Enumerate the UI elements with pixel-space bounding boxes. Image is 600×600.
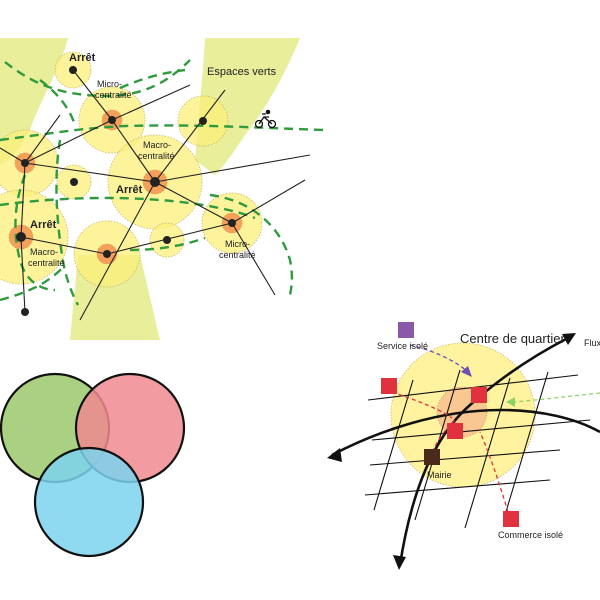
network-node	[70, 178, 78, 186]
green-path	[0, 196, 256, 220]
flux-arrow-cross	[331, 408, 600, 457]
green-path	[0, 264, 66, 302]
overlap-circle-blue	[33, 446, 145, 558]
catchment-circle	[0, 189, 69, 285]
service-isole-label: Service isolé	[377, 341, 428, 351]
service-arrowhead	[461, 366, 472, 377]
network-line	[154, 154, 311, 183]
network-line	[154, 89, 226, 183]
flux-arrow-main	[398, 336, 569, 566]
network-line	[20, 162, 26, 238]
service-arrow	[409, 344, 469, 373]
label-macro-center-2: centralité	[138, 151, 175, 161]
network-node	[108, 116, 116, 124]
network-node	[21, 308, 29, 316]
network-line	[24, 114, 61, 164]
mairie-arrow	[431, 419, 456, 453]
network-lines	[0, 69, 311, 321]
green-path	[129, 236, 206, 252]
network-node	[199, 117, 207, 125]
network-node	[150, 177, 160, 187]
label-micro-top-1: Micro-	[97, 79, 122, 89]
quarter-title: Centre de quartier	[460, 331, 565, 346]
commerce-arrow-bottom	[479, 431, 509, 513]
network-line	[20, 236, 26, 313]
label-micro-right-1: Micro-	[225, 239, 250, 249]
network-line	[154, 181, 233, 224]
commerce-isole-square	[503, 511, 519, 527]
network-line	[111, 119, 156, 183]
network-node	[16, 232, 26, 242]
label-micro-top-2: centralité	[95, 90, 132, 100]
bicycle-icon	[254, 109, 277, 129]
green-space-right	[195, 38, 300, 175]
network-node	[228, 219, 236, 227]
network-line	[24, 119, 113, 164]
network-node	[69, 66, 77, 74]
network-nodes	[16, 66, 236, 316]
network-line	[0, 147, 26, 164]
flux-label: Flux	[584, 338, 600, 348]
network-node	[21, 159, 29, 167]
flux-arrows	[331, 336, 600, 566]
label-macro-left-1: Macro-	[30, 247, 58, 257]
label-arret-left: Arrêt	[30, 219, 57, 231]
network-node	[163, 236, 171, 244]
network-line	[231, 179, 306, 224]
label-micro-right-2: centralité	[219, 250, 256, 260]
network-line	[72, 69, 113, 121]
mairie-label: Mairie	[427, 470, 452, 480]
mairie-square	[424, 449, 440, 465]
green-arrow	[511, 392, 600, 403]
dashed-arrows	[391, 344, 600, 513]
network-line	[231, 222, 276, 296]
commerce-arrow-left	[391, 391, 453, 419]
commerce-square-center-1	[471, 387, 487, 403]
green-path	[55, 139, 80, 306]
green-path	[39, 79, 77, 126]
network-line	[24, 162, 156, 183]
label-arret-center: Arrêt	[116, 184, 143, 196]
network-node	[103, 250, 111, 258]
network-line	[20, 236, 108, 255]
commerce-square-center-2	[447, 423, 463, 439]
commerce-square-left	[381, 378, 397, 394]
commerce-isole-label: Commerce isolé	[498, 530, 563, 540]
flux-arrowhead-bottom	[393, 555, 406, 570]
green-path	[14, 174, 56, 292]
green-path	[119, 68, 186, 90]
label-espaces-verts: Espaces verts	[207, 66, 277, 78]
service-isole-square	[398, 322, 414, 338]
label-macro-left-2: centralité	[28, 258, 65, 268]
green-path	[4, 59, 191, 98]
flux-arrowhead-top	[562, 333, 576, 345]
network-line	[111, 84, 191, 121]
label-macro-center-1: Macro-	[143, 140, 171, 150]
flux-arrowhead-left	[327, 448, 342, 462]
green-arrowhead	[506, 397, 515, 407]
label-arret-top: Arrêt	[69, 52, 96, 64]
